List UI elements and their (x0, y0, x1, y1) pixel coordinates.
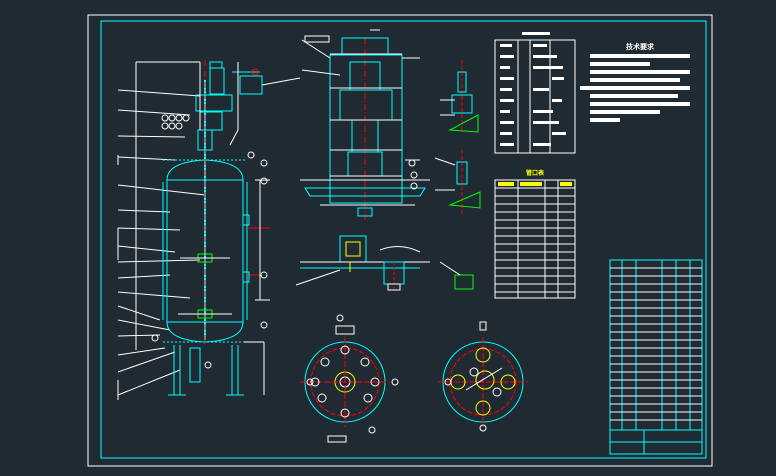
parts-list (609, 259, 703, 455)
parts-list-rows (610, 267, 702, 421)
inner-frame (100, 20, 707, 459)
vessel-front-view (117, 60, 301, 400)
nozzle-table (494, 179, 576, 299)
tech-requirements-title: 技术要求 (626, 42, 655, 51)
top-view-right (438, 321, 528, 432)
tech-requirements (580, 54, 690, 122)
top-view-left (300, 314, 399, 443)
nozzle-table-header (498, 182, 572, 186)
detail-views-small (434, 60, 481, 215)
drive-assembly-view (300, 29, 430, 220)
nozzle-table-title: 管口表 (526, 169, 545, 177)
spec-table (494, 39, 576, 154)
outer-frame (87, 14, 713, 467)
spec-table-bars (500, 32, 566, 146)
seal-detail-view (295, 235, 474, 292)
